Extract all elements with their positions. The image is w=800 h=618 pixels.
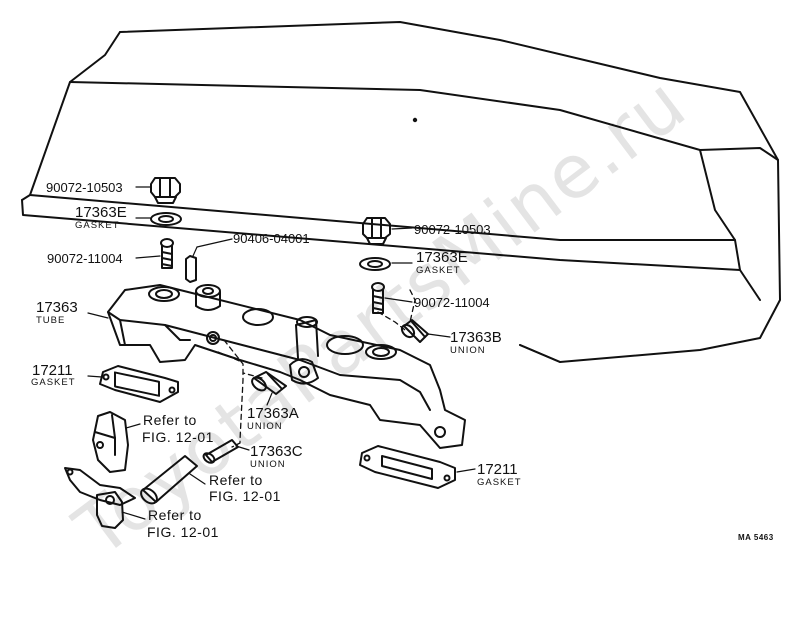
gasket-17363e-left bbox=[150, 212, 182, 226]
screw-90072-11004-right bbox=[371, 282, 385, 314]
pin-90406-04001 bbox=[185, 255, 197, 283]
callout-union-17363a: 17363A bbox=[247, 405, 299, 422]
bolt-90072-10503-right bbox=[362, 217, 391, 245]
callout-gasket-right-name: GASKET bbox=[416, 265, 461, 276]
callout-union-b-name: UNION bbox=[450, 345, 486, 356]
leader-lines bbox=[87, 186, 476, 520]
bolt-90072-10503-left bbox=[150, 177, 181, 204]
gasket-17363e-right bbox=[359, 257, 391, 271]
water-tube-17363 bbox=[107, 284, 466, 449]
callout-gasket-17363e-left: 17363E bbox=[75, 204, 127, 221]
screw-90072-11004-left bbox=[160, 238, 174, 269]
ref2-line2: FIG. 12-01 bbox=[209, 488, 281, 504]
callout-union-a-name: UNION bbox=[247, 421, 283, 432]
callout-union-17363c: 17363C bbox=[250, 443, 303, 460]
ref1-line2: FIG. 12-01 bbox=[142, 429, 214, 445]
callout-gasket-17211-left: 17211 bbox=[32, 362, 73, 379]
diagram-code: MA 5463 bbox=[738, 533, 774, 542]
callout-screw-90072-11004-right: 90072-11004 bbox=[414, 295, 490, 310]
union-17363a bbox=[251, 371, 287, 395]
callout-tube-17363: 17363 bbox=[36, 299, 78, 316]
callout-union-17363b: 17363B bbox=[450, 329, 502, 346]
callout-gasket-left-name: GASKET bbox=[75, 220, 120, 231]
assembly-dashes bbox=[217, 289, 416, 448]
sensor-lower-bracket bbox=[64, 467, 136, 529]
hose bbox=[140, 455, 198, 505]
cylinder-head-cover bbox=[21, 21, 781, 363]
callout-gasket-17211-right: 17211 bbox=[477, 461, 518, 478]
callout-bolt-90072-10503-left: 90072-10503 bbox=[46, 180, 123, 195]
callout-pin-90406-04001: 90406-04001 bbox=[233, 231, 310, 246]
ref3-line1: Refer to bbox=[148, 507, 202, 523]
callout-gasket-17211-left-name: GASKET bbox=[31, 377, 76, 388]
callout-screw-90072-11004-left: 90072-11004 bbox=[47, 251, 123, 266]
gasket-17211-right bbox=[359, 445, 456, 489]
callout-union-c-name: UNION bbox=[250, 459, 286, 470]
gasket-17211-left bbox=[99, 365, 179, 403]
callout-gasket-17211-right-name: GASKET bbox=[477, 477, 522, 488]
callout-bolt-90072-10503-right: 90072-10503 bbox=[414, 222, 491, 237]
sensor-upper bbox=[92, 411, 129, 473]
ref2-line1: Refer to bbox=[209, 472, 263, 488]
ref1-line1: Refer to bbox=[143, 412, 197, 428]
ref3-line2: FIG. 12-01 bbox=[147, 524, 219, 540]
union-17363b bbox=[400, 319, 429, 343]
callout-tube-name: TUBE bbox=[36, 315, 66, 326]
callout-gasket-17363e-right: 17363E bbox=[416, 249, 468, 266]
